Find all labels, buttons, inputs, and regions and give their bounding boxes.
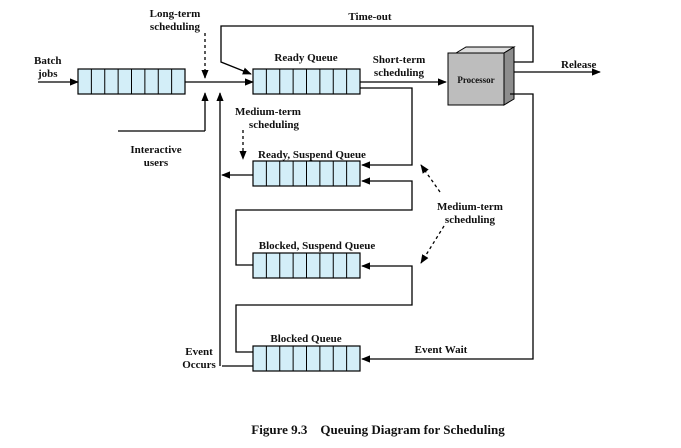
interactive-users-label-1: Interactive (130, 144, 181, 156)
time-out-label: Time-out (348, 11, 392, 23)
medium-term-left-label-1: Medium-term (235, 106, 301, 118)
interactive-users-label-2: users (144, 157, 169, 169)
short-term-label-2: scheduling (374, 67, 425, 79)
batch-jobs-label-1: Batch (34, 55, 62, 67)
event-occurs-label-1: Event (185, 346, 213, 358)
medium-term-right-label-1: Medium-term (437, 201, 503, 213)
blocked-suspend-queue (252, 252, 361, 279)
blocked-suspend-queue-label: Blocked, Suspend Queue (259, 240, 376, 252)
release-label: Release (561, 59, 597, 71)
processor-label: Processor (457, 75, 494, 85)
processor: Processor (447, 46, 516, 106)
flow-lines (38, 25, 601, 367)
long-term-label-2: scheduling (150, 21, 201, 33)
ready-suspend-queue-label: Ready, Suspend Queue (258, 149, 366, 161)
ready-queue-label: Ready Queue (274, 52, 337, 64)
medium-term-left-label-2: scheduling (249, 119, 300, 131)
ready-queue (252, 68, 361, 95)
event-wait-label: Event Wait (415, 344, 468, 356)
ready-suspend-queue (252, 160, 361, 187)
short-term-label-1: Short-term (373, 54, 426, 66)
event-occurs-label-2: Occurs (182, 359, 216, 371)
batch-jobs-label-2: jobs (37, 68, 58, 80)
long-term-label-1: Long-term (150, 8, 201, 20)
batch-queue (77, 68, 186, 95)
dashed-arrows (201, 33, 445, 264)
blocked-queue (252, 345, 361, 372)
blocked-queue-label: Blocked Queue (270, 333, 341, 345)
medium-term-right-label-2: scheduling (445, 214, 496, 226)
figure-caption: Figure 9.3 Queuing Diagram for Schedulin… (251, 422, 505, 437)
